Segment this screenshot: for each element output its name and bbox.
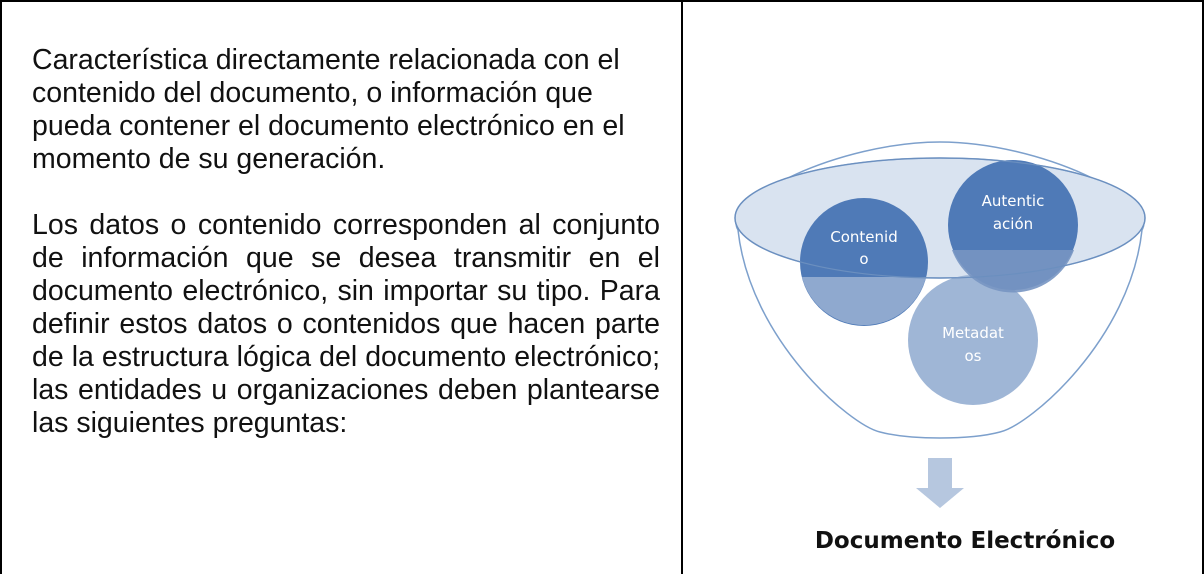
diagram-caption: Documento Electrónico <box>814 528 1116 554</box>
paragraph-1: Característica directamente relacionada … <box>32 44 625 175</box>
down-arrow-icon <box>916 458 964 508</box>
circle-autenticacion-label-1: Autentic <box>982 192 1045 210</box>
funnel-ellipse-outline <box>734 157 1146 279</box>
funnel-diagram: Contenid o Autentic ación Metadat os <box>734 141 1146 508</box>
funnel-top-ellipse <box>734 157 1146 279</box>
circle-autenticacion-lower <box>952 250 1074 293</box>
column-divider <box>681 0 683 574</box>
circle-autenticacion-label-2: ación <box>993 215 1033 233</box>
paragraph-2: Los datos o contenido corresponden al co… <box>32 209 660 439</box>
text-column: Característica directamente relacionada … <box>32 44 660 440</box>
circle-contenido-lower <box>802 277 926 326</box>
circle-contenido-label-2: o <box>859 250 868 268</box>
circle-metadatos-label-2: os <box>965 347 982 365</box>
circle-contenido-label-1: Contenid <box>830 228 897 246</box>
circle-metadatos-label-1: Metadat <box>942 324 1004 342</box>
circle-metadatos <box>908 275 1038 405</box>
